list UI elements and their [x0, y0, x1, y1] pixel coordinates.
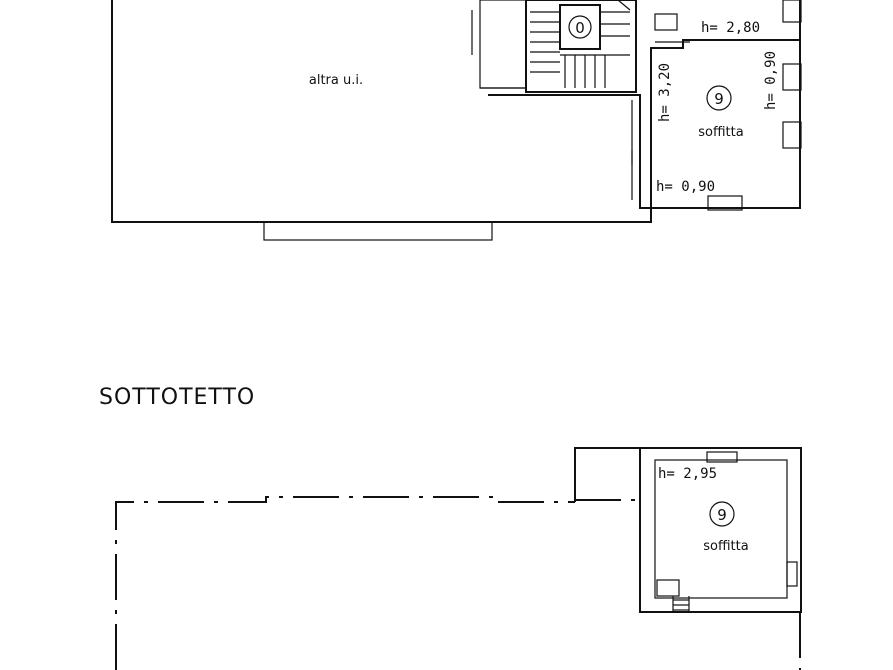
attic-room-upper — [650, 0, 802, 211]
section-title: SOTTOTETTO — [99, 385, 255, 410]
room-label-lower: soffitta — [703, 539, 748, 554]
balcony-outline — [263, 221, 493, 241]
ladder-icon — [672, 596, 690, 612]
window-top — [706, 451, 738, 463]
attic-room-lower — [639, 447, 802, 613]
stair-marker-label: 0 — [575, 19, 585, 37]
height-label-bottom: h= 0,90 — [656, 179, 715, 195]
height-label-right: h= 0,90 — [763, 51, 779, 110]
height-label-lower: h= 2,95 — [658, 466, 717, 482]
hatch-box — [656, 579, 680, 597]
upper-floor-plan: altra u.i. 0 9 soffitta h= 2,80 h= 3,20 … — [111, 0, 802, 241]
stairwell — [471, 0, 637, 93]
window-side — [786, 561, 798, 587]
neighbor-unit-label: altra u.i. — [309, 73, 363, 88]
window-bottom — [707, 195, 743, 211]
room-label-upper: soffitta — [698, 125, 743, 140]
stair-marker-circle — [568, 15, 592, 39]
neighbor-unit-outline — [111, 0, 652, 223]
attic-outline-dashed — [115, 496, 575, 670]
height-label-left: h= 3,20 — [657, 63, 673, 122]
room-number-lower: 9 — [717, 506, 727, 524]
window-right — [782, 63, 802, 91]
height-label-top: h= 2,80 — [701, 20, 760, 36]
room-number-upper: 9 — [714, 90, 724, 108]
window-top-right — [782, 0, 802, 23]
attic-floor-plan: 9 soffitta h= 2,95 — [115, 447, 802, 670]
window-right-lower — [782, 121, 802, 149]
room-number-circle-lower — [709, 501, 735, 527]
room-number-circle — [706, 85, 732, 111]
